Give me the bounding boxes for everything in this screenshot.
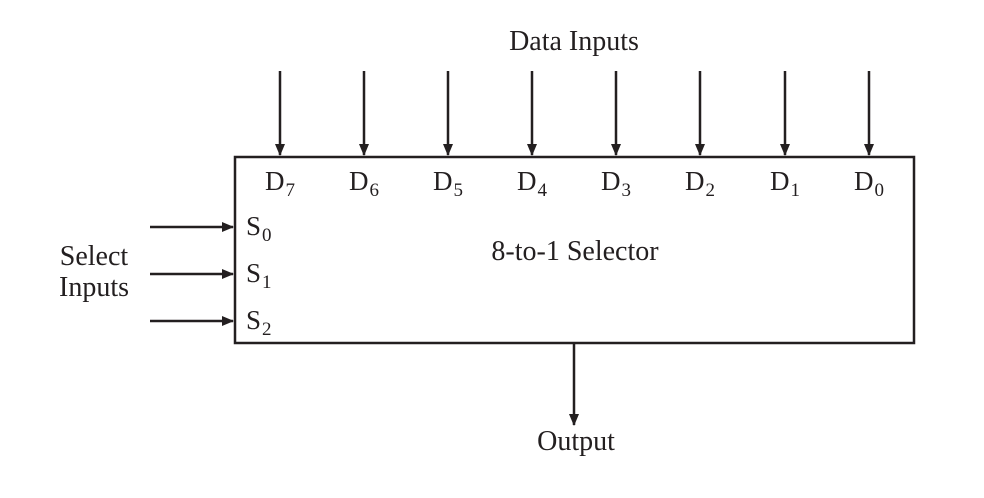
data-pin-subscript: 6: [369, 180, 380, 201]
select-pin-label: S1: [246, 258, 272, 293]
selector-title: 8-to-1 Selector: [491, 236, 659, 267]
data-pin-letter: D: [349, 166, 369, 196]
data-pin-subscript: 2: [705, 180, 716, 201]
data-pin-subscript: 4: [537, 180, 548, 201]
select-input-arrows: [150, 222, 234, 326]
data-pin-label: D2: [685, 166, 715, 201]
data-pin-label: D7: [265, 166, 295, 201]
data-pin-label: D1: [770, 166, 800, 201]
select-pin-label: S2: [246, 305, 272, 340]
data-pin-subscript: 3: [621, 180, 632, 201]
select-pin-subscript: 0: [262, 225, 272, 246]
data-pin-label: D0: [854, 166, 884, 201]
data-pin-letter: D: [770, 166, 790, 196]
data-pin-subscript: 0: [874, 180, 885, 201]
data-pin-letter: D: [265, 166, 285, 196]
select-inputs-label-line1: Select: [59, 241, 129, 272]
data-pin-label: D6: [349, 166, 379, 201]
data-pin-label: D5: [433, 166, 463, 201]
select-pin-subscript: 1: [262, 272, 272, 293]
select-pin-letter: S: [246, 258, 262, 288]
select-inputs-label-line2: Inputs: [59, 272, 129, 303]
output-label: Output: [537, 426, 615, 457]
data-pin-subscript: 5: [453, 180, 464, 201]
data-input-arrows: [275, 71, 874, 156]
data-pin-label: D3: [601, 166, 631, 201]
select-pin-subscript: 2: [262, 319, 272, 340]
data-pin-label: D4: [517, 166, 547, 201]
select-pin-letter: S: [246, 305, 262, 335]
data-pin-letter: D: [601, 166, 621, 196]
select-pin-letter: S: [246, 211, 262, 241]
data-pin-subscript: 7: [285, 180, 296, 201]
data-pin-letter: D: [685, 166, 705, 196]
data-pin-letter: D: [854, 166, 874, 196]
data-pin-letter: D: [433, 166, 453, 196]
select-pin-label: S0: [246, 211, 272, 246]
data-inputs-label: Data Inputs: [509, 26, 639, 57]
select-inputs-label: Select Inputs: [59, 241, 129, 303]
data-pin-subscript: 1: [790, 180, 801, 201]
data-pin-letter: D: [517, 166, 537, 196]
